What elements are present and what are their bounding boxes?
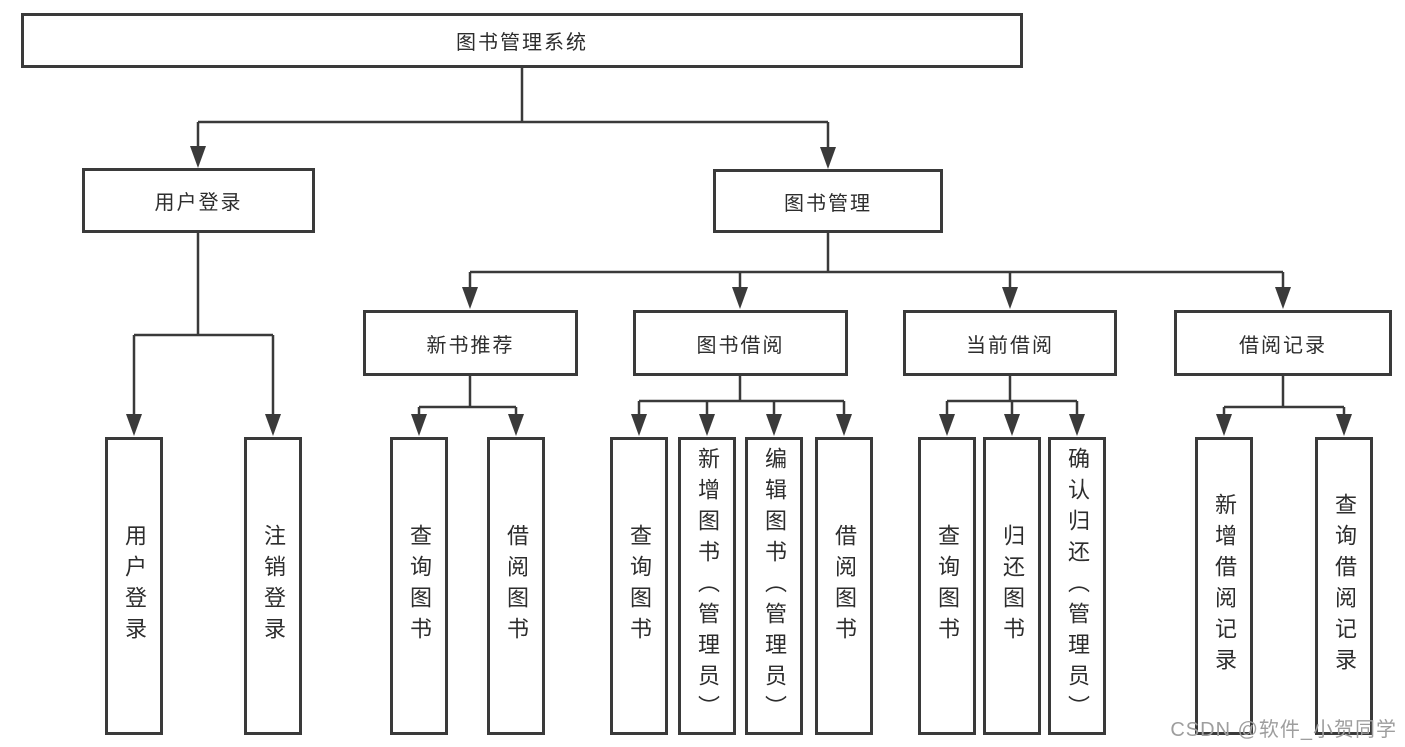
leaf-add-book-admin: 新增图书（管理员） [678, 437, 736, 735]
arrowhead [1336, 414, 1352, 436]
arrowheads [126, 146, 1352, 436]
arrowhead [126, 414, 142, 436]
node-label: 借阅图书 [832, 524, 857, 648]
leaf-user-login: 用户登录 [105, 437, 163, 735]
node-current-borrowing: 当前借阅 [903, 310, 1117, 376]
node-label: 新书推荐 [426, 334, 515, 357]
arrowhead [631, 414, 647, 436]
node-label: 新增借阅记录 [1212, 493, 1237, 679]
arrowhead [766, 414, 782, 436]
node-label: 查询图书 [935, 524, 960, 648]
leaf-query-books-recommend: 查询图书 [390, 437, 448, 735]
leaf-confirm-return-admin: 确认归还（管理员） [1048, 437, 1106, 735]
leaf-logout: 注销登录 [244, 437, 302, 735]
node-label: 注销登录 [261, 524, 286, 648]
node-label: 图书管理系统 [456, 32, 588, 54]
arrowhead [1275, 287, 1291, 309]
node-label: 新增图书（管理员） [695, 446, 720, 726]
arrowhead [1216, 414, 1232, 436]
node-label: 查询图书 [627, 524, 652, 648]
node-label: 图书管理 [784, 192, 872, 215]
arrowhead [462, 287, 478, 309]
node-new-book-recommend: 新书推荐 [363, 310, 578, 376]
node-system-root: 图书管理系统 [21, 13, 1023, 68]
node-label: 用户登录 [122, 524, 147, 648]
arrowhead [265, 414, 281, 436]
node-book-management: 图书管理 [713, 169, 943, 233]
leaf-borrow-books-borrowing: 借阅图书 [815, 437, 873, 735]
node-label: 借阅图书 [504, 524, 529, 648]
leaf-query-books-borrowing: 查询图书 [610, 437, 668, 735]
arrowhead [836, 414, 852, 436]
watermark: CSDN @软件_小贺同学 [1170, 719, 1397, 741]
node-label: 查询图书 [407, 524, 432, 648]
node-label: 借阅记录 [1239, 334, 1327, 357]
leaf-add-borrow-record: 新增借阅记录 [1195, 437, 1253, 735]
arrowhead [732, 287, 748, 309]
leaf-return-books: 归还图书 [983, 437, 1041, 735]
node-label: 编辑图书（管理员） [762, 446, 787, 726]
node-label: 确认归还（管理员） [1065, 446, 1090, 726]
arrowhead [1069, 414, 1085, 436]
leaf-edit-book-admin: 编辑图书（管理员） [745, 437, 803, 735]
arrowhead [939, 414, 955, 436]
arrowhead [190, 146, 206, 168]
node-label: 查询借阅记录 [1332, 493, 1357, 679]
leaf-query-books-current: 查询图书 [918, 437, 976, 735]
arrowhead [1004, 414, 1020, 436]
node-label: 当前借阅 [966, 334, 1054, 357]
arrowhead [1002, 287, 1018, 309]
node-label: 归还图书 [1000, 524, 1025, 648]
node-borrow-records: 借阅记录 [1174, 310, 1392, 376]
arrowhead [820, 147, 836, 169]
node-book-borrowing: 图书借阅 [633, 310, 848, 376]
node-label: 图书借阅 [696, 334, 785, 357]
arrowhead [508, 414, 524, 436]
arrowhead [411, 414, 427, 436]
leaf-query-borrow-record: 查询借阅记录 [1315, 437, 1373, 735]
leaf-borrow-books-recommend: 借阅图书 [487, 437, 545, 735]
node-label: 用户登录 [154, 192, 243, 214]
tree-edges [132, 68, 1346, 417]
arrowhead [699, 414, 715, 436]
node-user-login: 用户登录 [82, 168, 315, 233]
